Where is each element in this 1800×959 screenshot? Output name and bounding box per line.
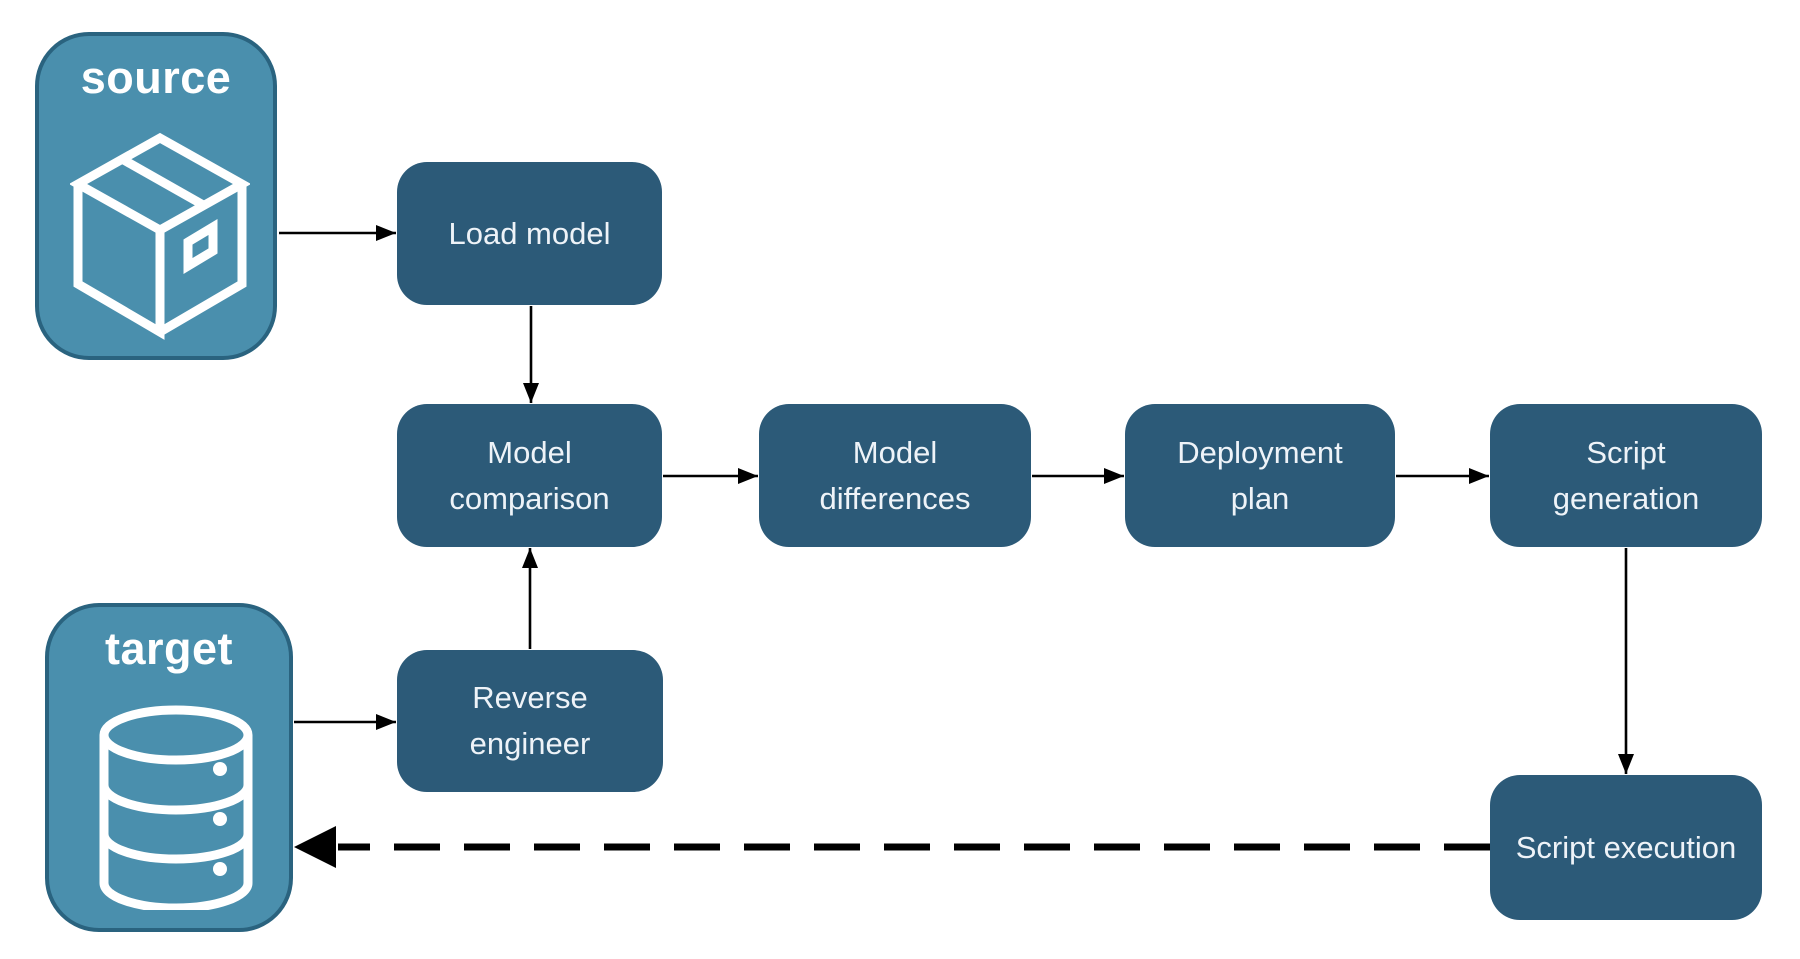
node-label: Reverse engineer [469, 680, 591, 761]
node-label: Load model [448, 215, 611, 251]
node-script-generation: Script generation [1490, 404, 1762, 547]
node-deployment-plan: Deployment plan [1125, 404, 1395, 547]
node-model-comparison: Model comparison [397, 404, 662, 547]
target-label: target [104, 623, 234, 674]
node-reverse-engineer: Reverse engineer [397, 650, 663, 792]
node-model-differences: Model differences [759, 404, 1031, 547]
node-script-execution: Script execution [1490, 775, 1762, 920]
package-icon [70, 132, 250, 340]
node-label: Deployment plan [1177, 434, 1343, 516]
target-container: target [45, 603, 293, 932]
node-label: Script generation [1552, 434, 1700, 516]
source-container: source [35, 32, 277, 360]
database-icon [99, 705, 253, 910]
node-label: Model differences [819, 434, 971, 516]
node-load-model: Load model [397, 162, 662, 305]
node-label: Script execution [1515, 829, 1737, 865]
source-label: source [80, 52, 232, 103]
node-label: Model comparison [449, 434, 610, 516]
dashed-arrowhead [294, 826, 336, 868]
